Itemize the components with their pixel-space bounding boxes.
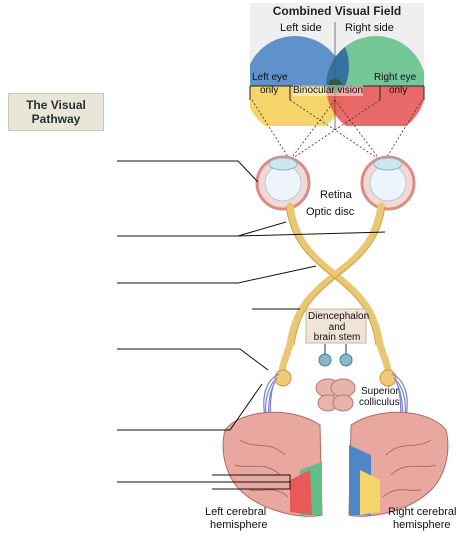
diagram-title-text: The Visual Pathway (26, 98, 86, 126)
diagram-title: The Visual Pathway (8, 93, 104, 131)
left-pretectal (318, 353, 332, 367)
right-pretectal (339, 353, 353, 367)
left-field-yellow (250, 86, 345, 126)
visual-field-circles (249, 22, 425, 130)
superior-colliculus-label-1: Superior (361, 386, 399, 397)
left-lgn (274, 369, 292, 387)
optic-tracts (278, 202, 392, 382)
superior-colliculus (315, 378, 356, 412)
diencephalon-label-3: brain stem (313, 332, 361, 343)
right-eye-only-label: Right eye (374, 72, 417, 83)
binocular-vision-label: Binocular vision (293, 85, 364, 96)
left-eye (255, 155, 311, 211)
right-hemisphere-label-1: Right cerebral (388, 506, 457, 518)
left-hemisphere-label-2: hemisphere (210, 519, 268, 531)
diencephalon-label-1: Diencephalon (308, 311, 370, 322)
right-field-green (326, 36, 424, 86)
optic-disc-label: Optic disc (306, 206, 355, 218)
right-lgn (379, 369, 397, 387)
diencephalon-box (305, 308, 367, 344)
right-eye (360, 155, 416, 211)
left-side-label: Left side (280, 22, 322, 34)
projection-lines (251, 99, 423, 161)
left-field-blue (250, 36, 345, 86)
leader-lines (117, 160, 386, 490)
right-field-red (326, 86, 424, 126)
left-eye-only-label-2: only (260, 85, 279, 96)
right-hemisphere (348, 411, 449, 517)
right-hemisphere-label-2: hemisphere (393, 519, 451, 531)
left-hemisphere-label-1: Left cerebral (205, 506, 267, 518)
diencephalon-label-2: and (328, 322, 346, 333)
right-eye-only-label-2: only (389, 85, 408, 96)
visual-field-title: Combined Visual Field (272, 4, 402, 18)
right-side-label: Right side (345, 22, 394, 34)
retina-label: Retina (320, 189, 352, 201)
left-eye-only-label: Left eye (252, 72, 288, 83)
left-hemisphere (222, 411, 323, 517)
superior-colliculus-label-2: colliculus (359, 397, 400, 408)
